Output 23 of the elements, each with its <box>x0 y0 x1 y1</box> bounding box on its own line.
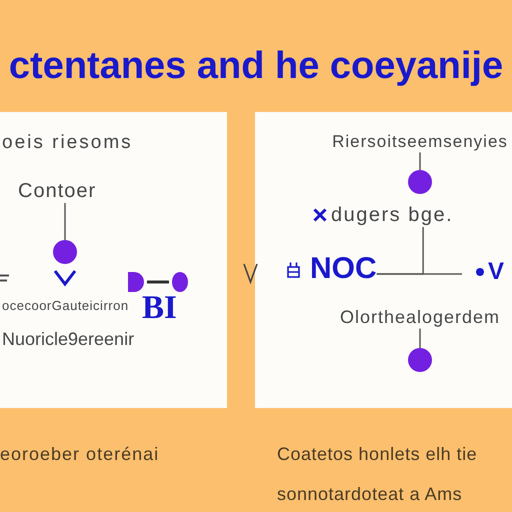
circle-node <box>408 170 432 194</box>
panel <box>255 112 512 408</box>
panel-heading: oeis riesoms <box>2 132 133 155</box>
connector-line <box>64 203 66 240</box>
note-text: eoroeber oterénai <box>0 444 160 466</box>
text-label: NOC <box>310 251 377 287</box>
text-label: V <box>488 258 504 287</box>
text-label: ocecoorGauteicirron <box>2 298 129 314</box>
connector-line <box>419 328 421 348</box>
connector-line <box>419 152 421 170</box>
diagram-title: ctentanes and he coeyanije <box>8 44 504 88</box>
text-label: Nuoricle9ereenir <box>2 329 134 351</box>
circle-node <box>408 348 432 372</box>
text-label: Riersoitseemsenyies <box>332 132 508 152</box>
text-label: dugers bge. <box>331 203 454 227</box>
text-label: BI <box>142 292 177 325</box>
connector-line <box>376 273 462 275</box>
note-text: sonnotardoteat a Ams <box>277 484 462 506</box>
note-text: Coatetos honlets elh tie <box>277 444 478 466</box>
circle-node <box>53 240 77 264</box>
text-label: Olorthealogerdem <box>340 307 500 329</box>
panel <box>0 112 227 408</box>
text-label: Contoer <box>18 179 96 203</box>
